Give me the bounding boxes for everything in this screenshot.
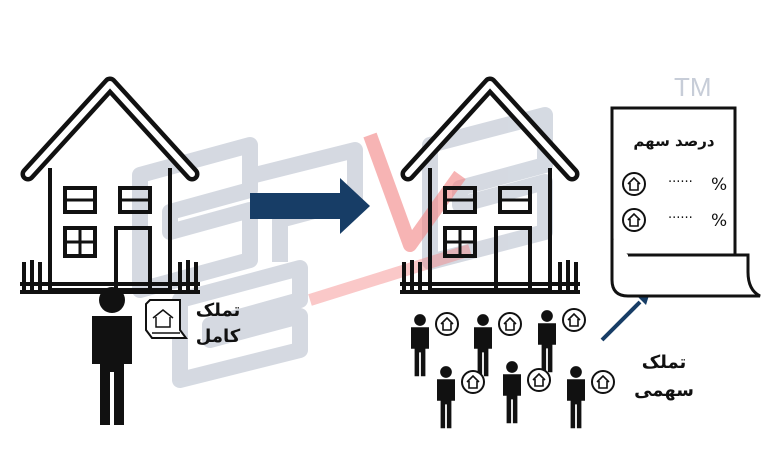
full-ownership-line1: تملک [195, 300, 241, 321]
single-owner-person-icon [92, 287, 132, 425]
left-house-icon [20, 84, 200, 292]
shareholder-icon [437, 366, 485, 429]
shareholders-group [411, 308, 615, 429]
shareholder-icon [538, 308, 586, 373]
shareholder-icon [411, 314, 429, 376]
share-percent-title: درصد سهم [633, 132, 715, 150]
house-badge-icon [622, 172, 646, 196]
shared-ownership-line1: تملک [641, 352, 687, 373]
right-arrow-icon [250, 178, 370, 234]
deed-document-icon [145, 299, 188, 339]
full-ownership-line2: کامل [195, 326, 241, 347]
row-percent: % [711, 211, 727, 231]
house-badge-icon [622, 208, 646, 232]
certificate-row-2: ...... % [622, 207, 727, 232]
trademark-mark: TM [674, 72, 712, 102]
row-dots: ...... [668, 171, 693, 186]
shareholder-icon [567, 366, 615, 429]
row-percent: % [711, 175, 727, 195]
certificate-row-1: ...... % [622, 171, 727, 196]
share-certificate-scroll [610, 106, 761, 298]
diagonal-arrow-icon [600, 292, 650, 342]
shared-ownership-line2: سهمی [634, 380, 694, 401]
row-dots: ...... [668, 207, 693, 222]
shareholder-icon [502, 361, 551, 424]
